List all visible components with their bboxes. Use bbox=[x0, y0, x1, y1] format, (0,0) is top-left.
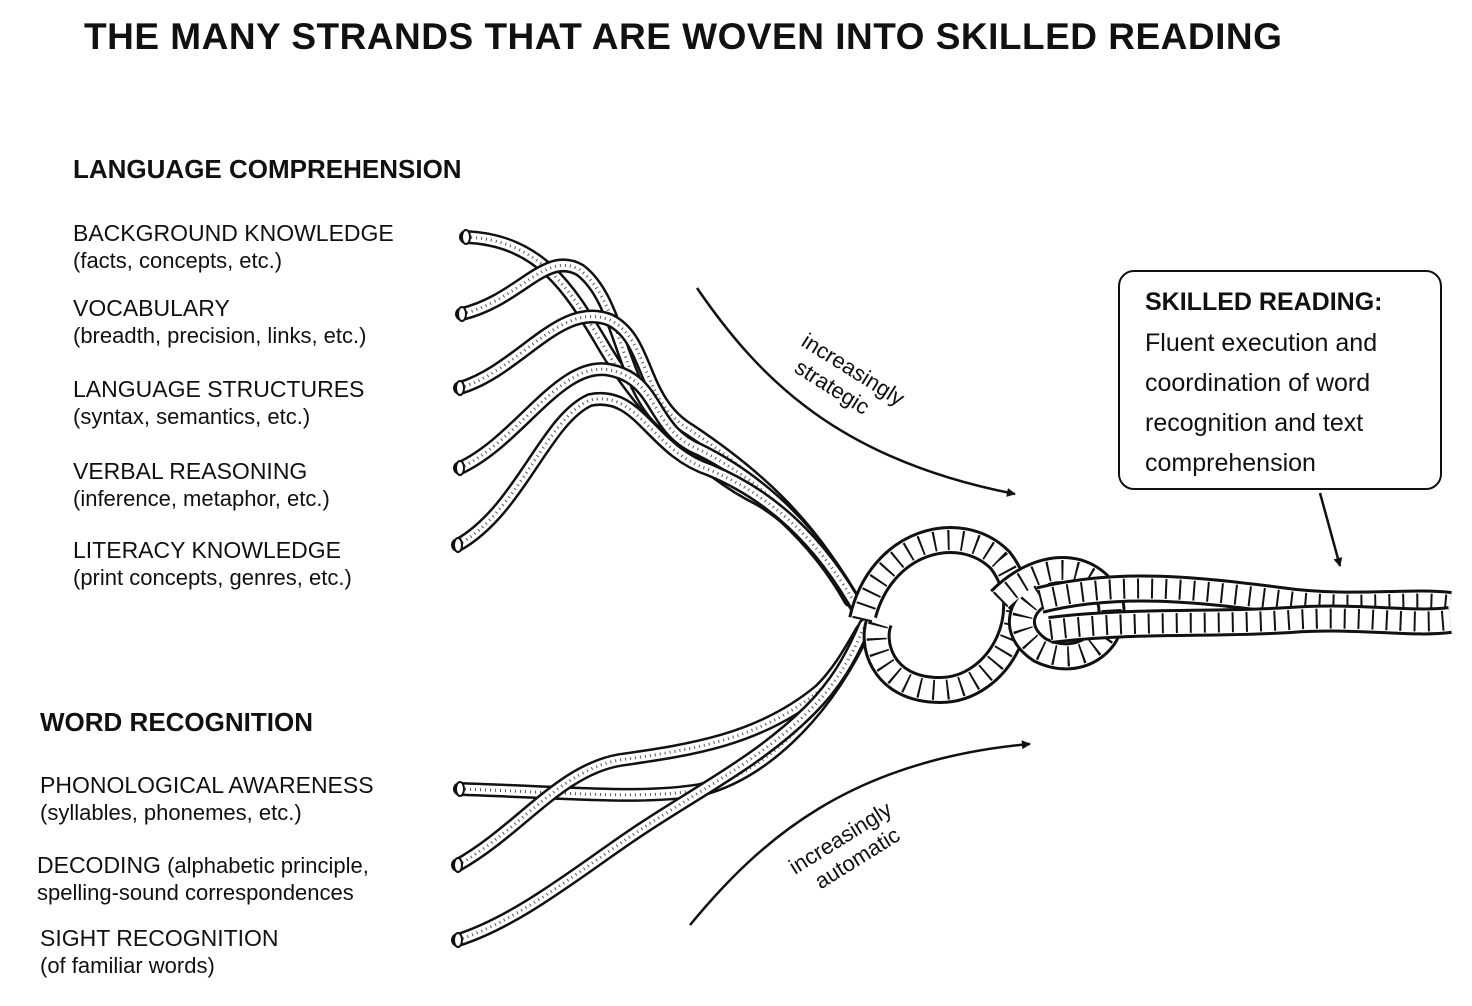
language-strand-end-3 bbox=[455, 380, 465, 396]
word-strand-3-outline bbox=[451, 618, 872, 947]
strand-name: PHONOLOGICAL AWARENESS bbox=[40, 772, 374, 798]
automatic-arrow bbox=[689, 740, 1031, 926]
strand-label-literacy-knowledge: LITERACY KNOWLEDGE (print concepts, genr… bbox=[73, 537, 352, 591]
strategic-arrow bbox=[695, 287, 1016, 497]
language-strand-3-texture bbox=[459, 314, 857, 606]
diagram-title: THE MANY STRANDS THAT ARE WOVEN INTO SKI… bbox=[84, 16, 1283, 57]
strand-label-sight-recognition: SIGHT RECOGNITION (of familiar words) bbox=[40, 925, 279, 979]
word-strand-3-texture bbox=[457, 624, 867, 942]
strand-desc: (breadth, precision, links, etc.) bbox=[73, 323, 367, 348]
strand-desc: (alphabetic principle, spelling-sound co… bbox=[37, 853, 369, 905]
strand-label-phonological-awareness: PHONOLOGICAL AWARENESS (syllables, phone… bbox=[40, 772, 374, 826]
skilled-reading-callout: SKILLED READING: Fluent execution and co… bbox=[1118, 270, 1442, 490]
strand-name: DECODING bbox=[37, 852, 161, 878]
callout-body: Fluent execution and coordination of wor… bbox=[1145, 329, 1378, 477]
callout-pointer-arrow bbox=[1318, 492, 1343, 567]
strand-label-verbal-reasoning: VERBAL REASONING (inference, metaphor, e… bbox=[73, 458, 330, 512]
language-strand-end-5 bbox=[453, 537, 463, 553]
strand-desc: (syntax, semantics, etc.) bbox=[73, 404, 311, 429]
strand-label-background-knowledge: BACKGROUND KNOWLEDGE (facts, concepts, e… bbox=[73, 220, 394, 274]
word-strand-end-2 bbox=[453, 857, 463, 873]
strand-label-decoding: DECODING (alphabetic principle, spelling… bbox=[37, 852, 437, 906]
strand-label-language-structures: LANGUAGE STRUCTURES (syntax, semantics, … bbox=[73, 376, 364, 430]
strand-desc: (facts, concepts, etc.) bbox=[73, 248, 283, 273]
language-strand-3 bbox=[455, 311, 860, 610]
language-strand-end-1 bbox=[461, 229, 471, 245]
language-comprehension-heading: LANGUAGE COMPREHENSION bbox=[73, 154, 462, 184]
callout-heading: SKILLED READING: bbox=[1145, 288, 1383, 316]
strand-name: LITERACY KNOWLEDGE bbox=[73, 537, 341, 563]
rope-twist-group bbox=[848, 526, 1452, 705]
word-strand-2-outline bbox=[451, 623, 869, 872]
word-strand-end-1 bbox=[455, 781, 465, 797]
strand-name: LANGUAGE STRUCTURES bbox=[73, 376, 365, 402]
strand-name: SIGHT RECOGNITION bbox=[40, 925, 279, 951]
word-recognition-heading: WORD RECOGNITION bbox=[40, 707, 313, 737]
strand-desc: (syllables, phonemes, etc.) bbox=[40, 800, 302, 825]
language-strand-5-texture bbox=[457, 397, 862, 613]
language-strand-end-2 bbox=[457, 306, 467, 322]
word-strand-3 bbox=[453, 620, 870, 945]
strand-label-vocabulary: VOCABULARY (breadth, precision, links, e… bbox=[73, 295, 366, 349]
strand-name: BACKGROUND KNOWLEDGE bbox=[73, 220, 394, 246]
strategic-label: increasingly strategic bbox=[790, 328, 909, 420]
rope-tail-lower bbox=[1048, 607, 1452, 641]
strand-desc: (of familiar words) bbox=[40, 953, 215, 978]
automatic-label: increasingly automatic bbox=[784, 796, 904, 893]
strands-group bbox=[451, 229, 872, 948]
strand-desc: (print concepts, genres, etc.) bbox=[73, 565, 352, 590]
strand-name: VOCABULARY bbox=[73, 295, 230, 321]
strand-desc: (inference, metaphor, etc.) bbox=[73, 486, 330, 511]
rope-loop-1 bbox=[851, 529, 1028, 702]
word-strand-end-3 bbox=[453, 932, 463, 948]
strand-name: VERBAL REASONING bbox=[73, 458, 308, 484]
language-strand-end-4 bbox=[455, 460, 465, 476]
rope-tail-upper-twist-marks bbox=[1037, 578, 1452, 615]
